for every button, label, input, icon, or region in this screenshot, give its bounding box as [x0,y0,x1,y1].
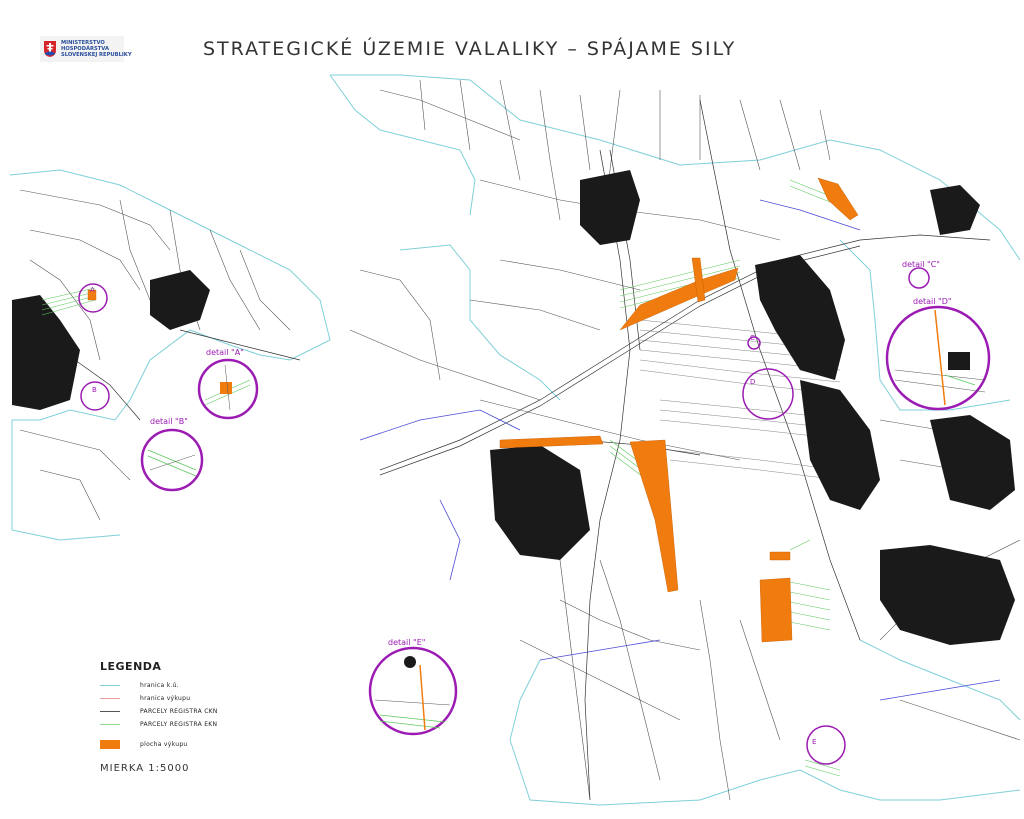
detail-inset-a: detail "A" [197,348,259,420]
logo-line-3: SLOVENSKEJ REPUBLIKY [61,52,132,58]
legend-item-ekn-parcels: PARCELY REGISTRA EKN [100,718,300,731]
detail-marker-e [806,725,846,765]
legend-swatch [100,698,120,699]
logo-line-1: MINISTERSTVO [61,40,105,46]
legend-label: PARCELY REGISTRA EKN [140,721,218,728]
detail-marker-a [78,283,108,313]
detail-inset-d: detail "C" detail "D" [885,260,991,411]
legend-label: hranica výkupu [140,695,191,702]
logo-line-2: HOSPODÁRSTVA [61,46,109,52]
utility-lines [359,199,1001,701]
page-title: STRATEGICKÉ ÚZEMIE VALALIKY – SPÁJAME SI… [203,38,737,60]
detail-marker-c [908,267,930,289]
legend-swatch [100,711,120,712]
coat-of-arms-icon [44,41,56,57]
legend-swatch [100,739,120,749]
detail-label-d: detail "D" [913,297,952,306]
detail-inset-b: detail "B" [140,417,204,492]
detail-marker-d-small [747,336,761,350]
detail-marker-b [80,381,110,411]
legend-item-ckn-parcels: PARCELY REGISTRA CKN [100,705,300,718]
legend-label: hranica k.ú. [140,682,179,689]
marker-letter-e: E [812,738,816,746]
marker-letter-d: D [750,378,755,386]
legend-title: LEGENDA [100,660,162,673]
detail-markers [78,267,930,765]
detail-marker-letters: A B C D E [90,286,816,746]
detail-label-a: detail "A" [206,348,244,357]
marker-letter-a: A [90,286,95,294]
legend-item-cadastral-border: hranica k.ú. [100,679,300,692]
marker-letter-c: C [750,334,755,342]
legend-label: PARCELY REGISTRA CKN [140,708,218,715]
detail-label-b: detail "B" [150,417,188,426]
purchase-areas [87,177,859,643]
built-up-areas [12,170,1015,645]
legend-label: plocha výkupu [140,740,188,748]
detail-label-e: detail "E" [388,638,425,647]
ministry-logo: MINISTERSTVO HOSPODÁRSTVA SLOVENSKEJ REP… [40,36,132,62]
cadastral-boundaries [9,74,1021,806]
map-scale: MIERKA 1:5000 [100,763,190,774]
legend-swatch [100,724,120,725]
detail-inset-e: detail "E" [368,638,458,736]
legend-swatch [100,685,120,686]
legend: LEGENDA hranica k.ú. hranica výkupu PARC… [100,660,300,754]
detail-marker-d [742,368,794,420]
marker-letter-b: B [92,386,97,394]
legend-item-purchase-border: hranica výkupu [100,692,300,705]
detail-label-c: detail "C" [902,260,940,269]
legend-item-purchase-area: plocha výkupu [100,734,300,754]
